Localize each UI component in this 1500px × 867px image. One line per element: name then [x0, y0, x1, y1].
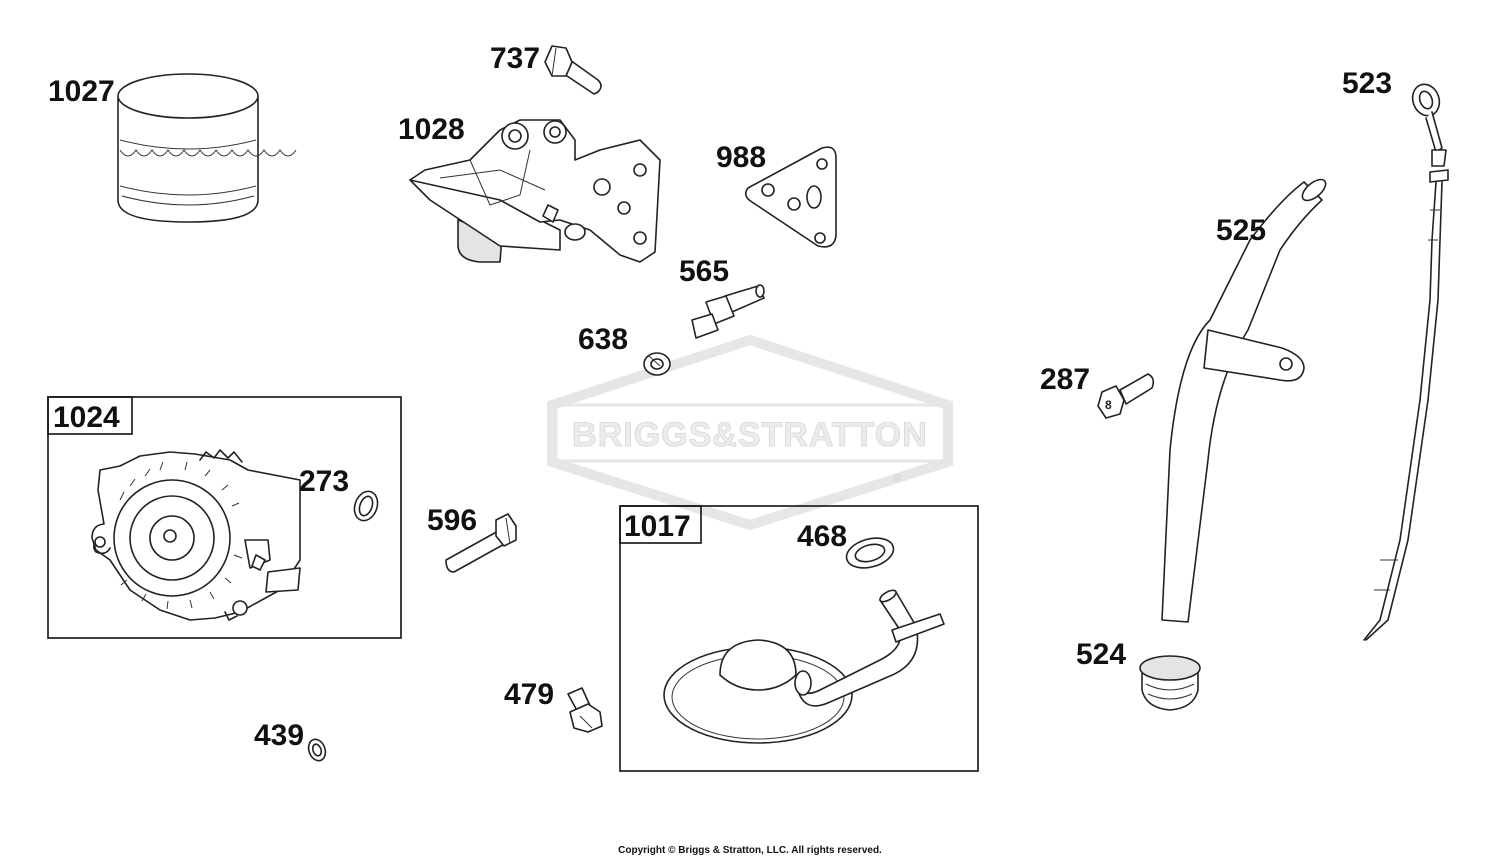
screw-596-part[interactable] — [445, 513, 517, 573]
callout-596: 596 — [427, 504, 477, 537]
kit-1024-box[interactable] — [47, 396, 402, 639]
kit-1024-label: 1024 — [53, 401, 120, 434]
o-ring-273-part[interactable] — [351, 488, 382, 524]
screw-287-part[interactable]: 8 — [1097, 373, 1155, 419]
callout-468: 468 — [797, 520, 847, 553]
watermark-text: BRIGGS&STRATTON — [572, 416, 928, 454]
screw-479-part[interactable] — [567, 687, 603, 733]
callout-638: 638 — [578, 323, 628, 356]
copyright-notice: Copyright © Briggs & Stratton, LLC. All … — [618, 845, 882, 856]
callout-524: 524 — [1076, 638, 1126, 671]
callout-1027: 1027 — [48, 75, 115, 108]
screw-737-part[interactable] — [544, 45, 602, 95]
gasket-988-part[interactable] — [744, 146, 837, 248]
svg-text:8: 8 — [1105, 398, 1112, 412]
callout-737: 737 — [490, 42, 540, 75]
registered-mark: ® — [893, 473, 901, 485]
grommet-524-part[interactable] — [1139, 655, 1201, 711]
oil-filter-part[interactable] — [117, 73, 297, 223]
washer-439-part[interactable] — [306, 737, 329, 763]
callout-273: 273 — [299, 465, 349, 498]
callout-988: 988 — [716, 141, 766, 174]
callout-479: 479 — [504, 678, 554, 711]
brand-watermark: BRIGGS&STRATTON ® — [547, 334, 953, 531]
callout-439: 439 — [254, 719, 304, 752]
kit-1017-label: 1017 — [624, 510, 691, 543]
fitting-565-part[interactable] — [691, 284, 765, 339]
callout-525: 525 — [1216, 214, 1266, 247]
callout-287: 287 — [1040, 363, 1090, 396]
kit-1017-box[interactable] — [619, 505, 979, 772]
callout-565: 565 — [679, 255, 729, 288]
callout-523: 523 — [1342, 67, 1392, 100]
callout-1028: 1028 — [398, 113, 465, 146]
dipstick-tube-525-part[interactable] — [1161, 176, 1329, 623]
dipstick-523-part[interactable] — [1363, 81, 1449, 641]
o-ring-468-part[interactable] — [843, 533, 897, 572]
oil-filter-adapter-part[interactable] — [409, 119, 661, 263]
lock-washer-638-part[interactable] — [643, 352, 671, 376]
